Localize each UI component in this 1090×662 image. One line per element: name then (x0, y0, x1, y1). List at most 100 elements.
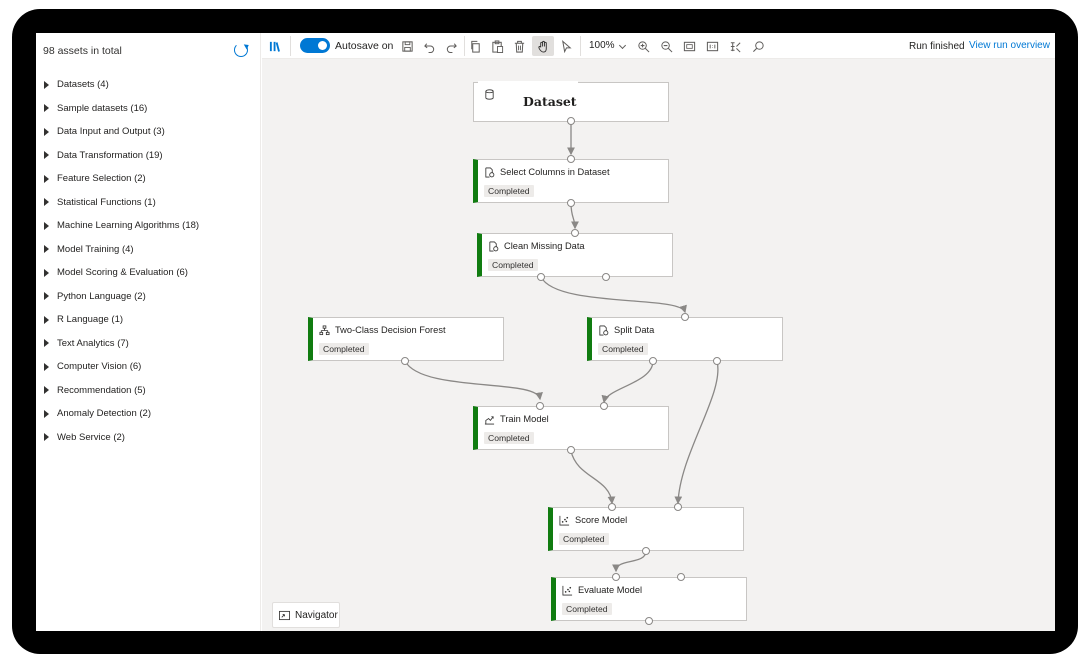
paste-icon[interactable] (489, 38, 505, 54)
category-item[interactable]: Computer Vision (6) (43, 355, 253, 379)
category-item[interactable]: Anomaly Detection (2) (43, 402, 253, 426)
output-port[interactable] (537, 273, 545, 281)
category-label: Machine Learning Algorithms (18) (57, 220, 200, 232)
navigator-icon (279, 610, 290, 621)
chevron-right-icon (44, 386, 49, 395)
module-dataset[interactable]: Dataset (473, 81, 669, 122)
module-title: Evaluate Model (578, 585, 643, 595)
search-icon[interactable] (750, 38, 766, 54)
save-icon[interactable] (399, 38, 415, 54)
module-title: Clean Missing Data (504, 241, 585, 251)
output-port[interactable] (645, 617, 653, 625)
category-item[interactable]: Web Service (2) (43, 426, 253, 450)
node-header-tab (478, 81, 578, 85)
delete-icon[interactable] (511, 38, 527, 54)
category-item[interactable]: Feature Selection (2) (43, 167, 253, 191)
copy-icon[interactable] (467, 38, 483, 54)
zoom-level-dropdown[interactable]: 100% (589, 40, 615, 51)
status-badge: Completed (319, 343, 369, 355)
input-port[interactable] (608, 503, 616, 511)
view-run-overview-link[interactable]: View run overview (969, 40, 1050, 51)
autosave-toggle[interactable] (300, 38, 330, 53)
module-select-columns[interactable]: Select Columns in Dataset Completed (473, 159, 669, 203)
module-train-model[interactable]: Train Model Completed (473, 406, 669, 450)
module-score-model[interactable]: Score Model Completed (548, 507, 744, 551)
chevron-right-icon (44, 433, 49, 442)
redo-icon[interactable] (443, 38, 459, 54)
database-icon (484, 89, 495, 100)
category-label: Data Transformation (19) (57, 149, 163, 161)
module-title: Dataset (523, 94, 577, 109)
category-item[interactable]: Data Transformation (19) (43, 144, 253, 168)
module-title: Two-Class Decision Forest (335, 325, 446, 335)
output-port[interactable] (567, 446, 575, 454)
chevron-right-icon (44, 151, 49, 160)
input-port[interactable] (674, 503, 682, 511)
category-item[interactable]: Statistical Functions (1) (43, 191, 253, 215)
status-badge: Completed (559, 533, 609, 545)
category-item[interactable]: Text Analytics (7) (43, 332, 253, 356)
input-port[interactable] (567, 155, 575, 163)
edge-train-to-score (570, 450, 616, 505)
category-label: Computer Vision (6) (57, 361, 142, 373)
output-port[interactable] (567, 199, 575, 207)
run-status-text: Run finished (909, 41, 965, 52)
refresh-icon[interactable] (234, 43, 248, 57)
category-label: R Language (1) (57, 314, 124, 326)
auto-layout-icon[interactable] (727, 38, 743, 54)
edge-forest-to-train (404, 360, 543, 401)
undo-icon[interactable] (421, 38, 437, 54)
output-port[interactable] (602, 273, 610, 281)
input-port[interactable] (536, 402, 544, 410)
status-badge: Completed (562, 603, 612, 615)
zoom-out-icon[interactable] (658, 38, 674, 54)
category-item[interactable]: Sample datasets (16) (43, 97, 253, 121)
output-port[interactable] (649, 357, 657, 365)
input-port[interactable] (600, 402, 608, 410)
train-model-icon (484, 414, 495, 425)
category-item[interactable]: Model Training (4) (43, 238, 253, 262)
input-port[interactable] (571, 229, 579, 237)
output-port[interactable] (713, 357, 721, 365)
autosave-label: Autosave on (335, 40, 394, 52)
toolbar-divider (580, 36, 581, 56)
module-split-data[interactable]: Split Data Completed (587, 317, 783, 361)
chevron-right-icon (44, 127, 49, 136)
output-port[interactable] (401, 357, 409, 365)
canvas-toolbar: Autosave on (262, 33, 1055, 59)
module-evaluate-model[interactable]: Evaluate Model Completed (551, 577, 747, 621)
pipeline-canvas[interactable]: Autosave on (262, 33, 1055, 631)
library-toggle-icon[interactable] (267, 38, 283, 54)
status-badge: Completed (488, 259, 538, 271)
toolbar-divider (290, 36, 291, 56)
asset-library-header: 98 assets in total (43, 43, 248, 60)
category-item[interactable]: Model Scoring & Evaluation (6) (43, 261, 253, 285)
pipeline-connections (404, 121, 719, 573)
module-clean-missing-data[interactable]: Clean Missing Data Completed (477, 233, 673, 277)
category-label: Statistical Functions (1) (57, 196, 156, 208)
category-item[interactable]: Data Input and Output (3) (43, 120, 253, 144)
input-port[interactable] (612, 573, 620, 581)
edge-clean-to-split (540, 276, 687, 314)
select-pointer-icon[interactable] (558, 38, 574, 54)
category-item[interactable]: Datasets (4) (43, 73, 253, 97)
actual-size-icon[interactable] (704, 38, 720, 54)
zoom-in-icon[interactable] (635, 38, 651, 54)
navigator-button[interactable]: Navigator (272, 602, 340, 628)
navigator-label: Navigator (295, 610, 338, 621)
edge-split-to-train (601, 360, 654, 404)
pan-hand-icon[interactable] (532, 36, 554, 56)
category-item[interactable]: Python Language (2) (43, 285, 253, 309)
category-item[interactable]: R Language (1) (43, 308, 253, 332)
chevron-right-icon (44, 198, 49, 207)
input-port[interactable] (677, 573, 685, 581)
chevron-right-icon (44, 245, 49, 254)
scatter-chart-icon (562, 585, 573, 596)
category-item[interactable]: Recommendation (5) (43, 379, 253, 403)
output-port[interactable] (567, 117, 575, 125)
fit-to-screen-icon[interactable] (681, 38, 697, 54)
module-two-class-decision-forest[interactable]: Two-Class Decision Forest Completed (308, 317, 504, 361)
category-item[interactable]: Machine Learning Algorithms (18) (43, 214, 253, 238)
input-port[interactable] (681, 313, 689, 321)
output-port[interactable] (642, 547, 650, 555)
